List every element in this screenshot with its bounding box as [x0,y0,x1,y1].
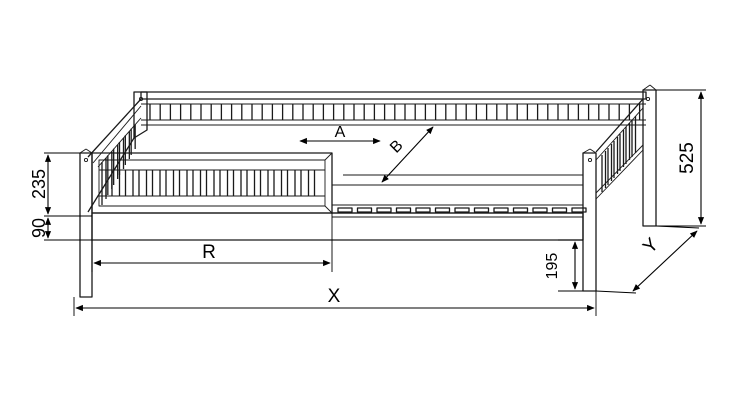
front-guard-panel [91,152,333,214]
right-end-guard [595,98,644,200]
base-slat [493,207,509,213]
base-slat [337,207,353,213]
base-slat [376,207,392,213]
base-slat [473,207,490,213]
base-slat [356,207,373,213]
front-left-post [79,152,93,298]
label-depth: B [387,137,407,157]
slatted-base [332,204,587,218]
back-left-post [133,91,148,139]
label-length: X [328,286,341,307]
back-right-post [642,89,657,227]
base-slat [512,207,529,213]
base-slat [571,207,587,213]
label-height-total: 525 [677,142,698,174]
label-frame-height: 90 [29,218,49,238]
base-slat [434,207,451,213]
label-guard-height: 235 [29,169,49,199]
base-slat [415,207,431,213]
base-slat [532,207,548,213]
base-slat [551,207,568,213]
label-guard-length: R [202,242,216,263]
label-width: Y [639,234,663,258]
label-opening: A [335,124,346,141]
front-right-post [582,152,597,292]
base-slat [454,207,470,213]
back-guard-rail [140,91,647,126]
bed-frame-drawing [79,84,657,298]
label-clearance: 195 [544,253,561,280]
dimension-lines [44,89,706,316]
base-slat [395,207,412,213]
